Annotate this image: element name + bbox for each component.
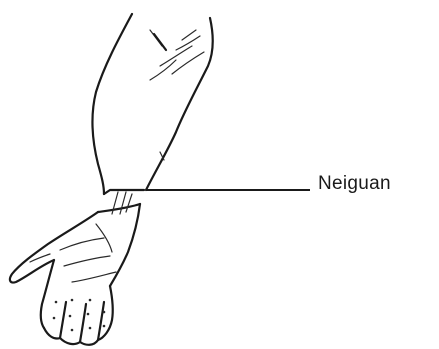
- forearm-outline: [92, 14, 212, 194]
- hand-outline: [10, 204, 140, 345]
- wrist-band: [98, 190, 144, 214]
- neiguan-label: Neiguan: [318, 173, 391, 195]
- finger-joint-dots: [53, 299, 106, 332]
